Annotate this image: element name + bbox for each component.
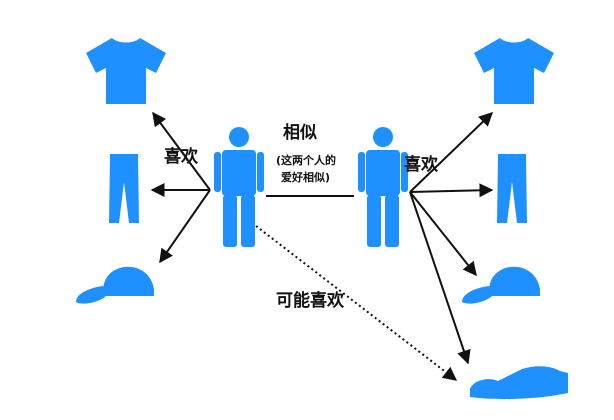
pants-icon (109, 154, 139, 223)
may-like-label: 可能喜欢 (276, 290, 345, 311)
cap-icon (76, 266, 154, 304)
left-likes-label: 喜欢 (164, 146, 199, 167)
left-person-icon (214, 127, 264, 247)
right-like-arrow-shoe (409, 191, 471, 365)
left-like-arrow-tshirt (152, 111, 211, 191)
right-like-arrow-tshirt (409, 112, 494, 193)
pants-icon (497, 154, 527, 223)
similar-note-line1: (这两个人的 (276, 153, 336, 167)
left-like-arrow-cap (159, 189, 211, 264)
right-like-arrow-pants (409, 183, 494, 198)
tshirt-icon (474, 38, 554, 104)
may-like-dotted-arrow (255, 225, 458, 381)
shoe-icon (470, 366, 568, 400)
right-likes-label: 喜欢 (404, 154, 439, 175)
right-person-icon (358, 127, 408, 247)
tshirt-icon (86, 38, 166, 104)
similar-label: 相似 (283, 122, 317, 143)
right-like-arrow-cap (409, 191, 477, 277)
similar-note-line2: 爱好相似) (281, 170, 330, 184)
